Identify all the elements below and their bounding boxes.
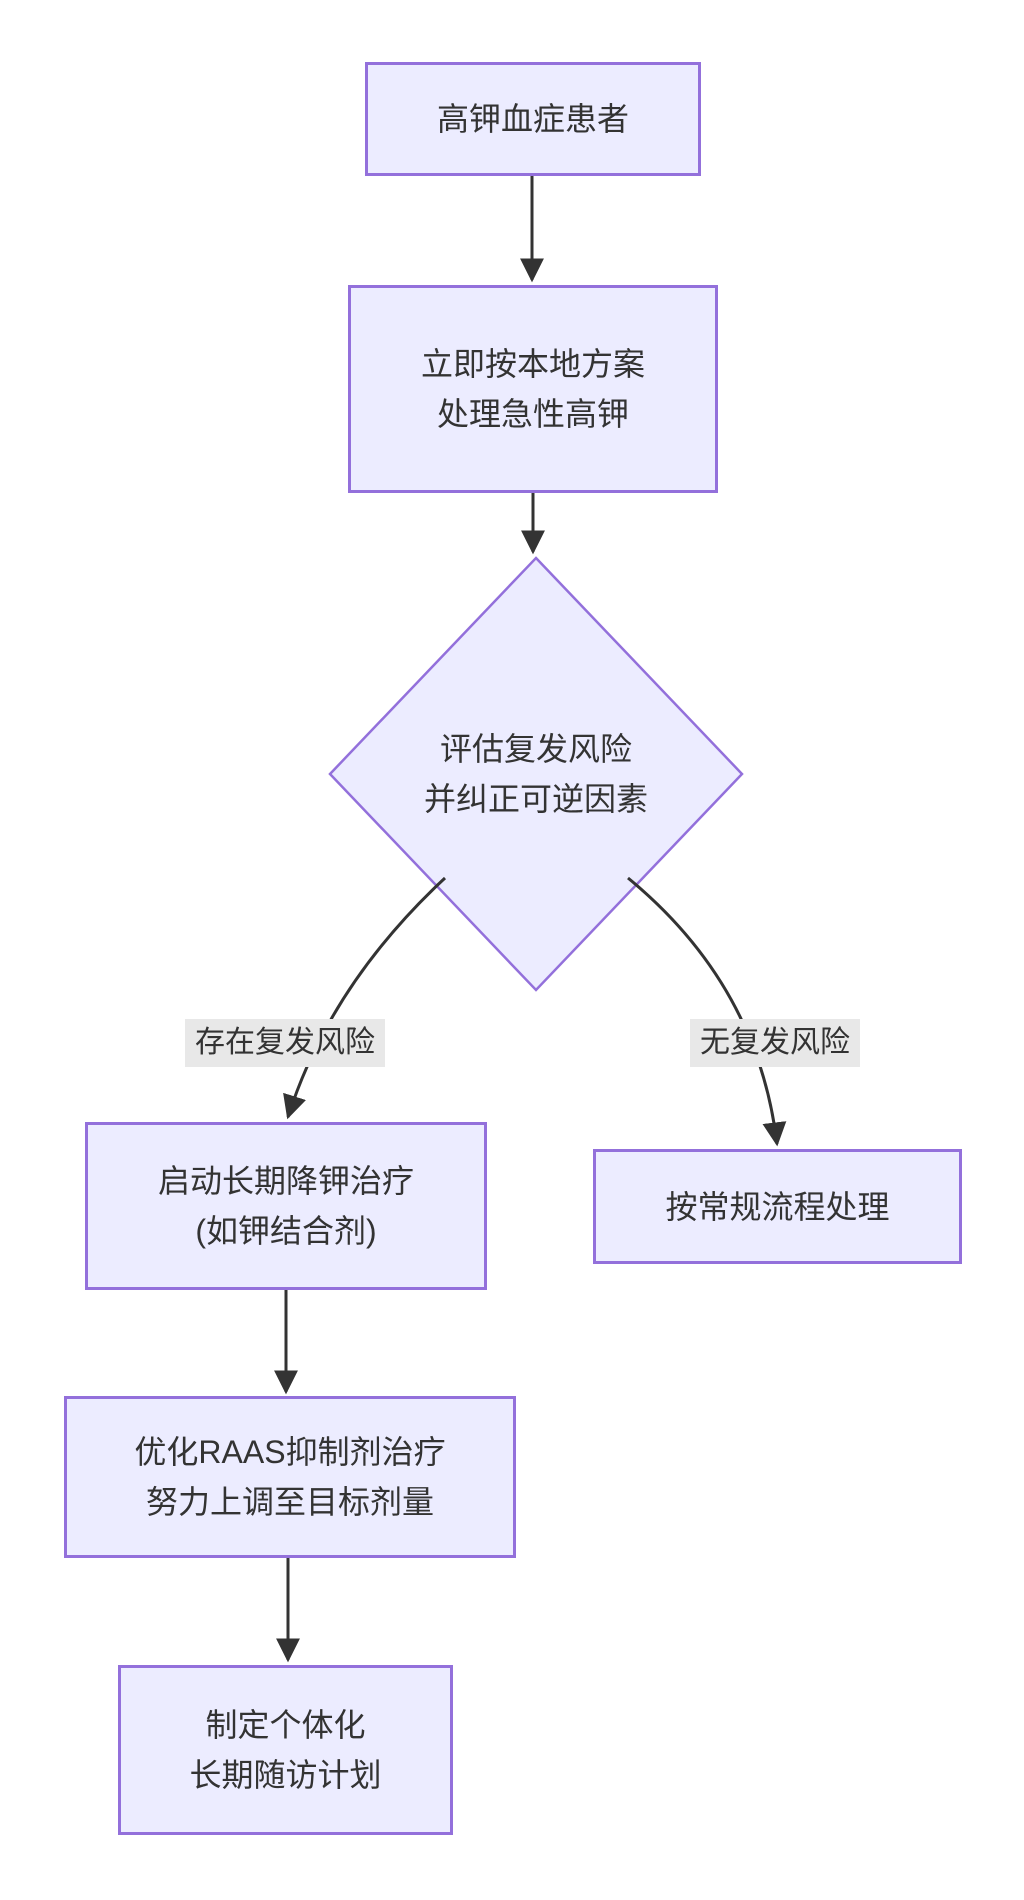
node-followup-label-line1: 制定个体化 — [205, 1707, 366, 1743]
node-routine-label: 按常规流程处理 — [665, 1188, 890, 1225]
decision-diamond-shape — [328, 556, 744, 992]
node-acute-label-line1: 立即按本地方案 — [420, 346, 645, 382]
node-decision: 评估复发风险 并纠正可逆因素 — [376, 714, 696, 834]
node-routine-process: 按常规流程处理 — [593, 1149, 962, 1264]
node-decision-label-line2: 并纠正可逆因素 — [423, 781, 648, 817]
node-followup-label-line2: 长期随访计划 — [189, 1757, 382, 1793]
node-start: 高钾血症患者 — [365, 62, 701, 176]
node-start-label: 高钾血症患者 — [436, 101, 629, 137]
node-raas-optimization: 优化RAAS抑制剂治疗 努力上调至目标剂量 — [64, 1396, 516, 1558]
node-longterm-label-line2: (如钾结合剂) — [195, 1213, 377, 1249]
node-longterm-label-line1: 启动长期降钾治疗 — [157, 1163, 414, 1199]
node-acute-treatment: 立即按本地方案 处理急性高钾 — [348, 285, 718, 493]
node-raas-label-line2: 努力上调至目标剂量 — [145, 1484, 434, 1520]
arrow-decision-to-longterm — [283, 876, 447, 1120]
edge-label-no-risk: 无复发风险 — [690, 1019, 860, 1067]
node-longterm-treatment: 启动长期降钾治疗 (如钾结合剂) — [85, 1122, 487, 1290]
edge-label-has-risk: 存在复发风险 — [185, 1019, 385, 1067]
node-raas-label-line1: 优化RAAS抑制剂治疗 — [134, 1434, 446, 1470]
arrow-decision-to-routine — [627, 876, 787, 1147]
node-followup-plan: 制定个体化 长期随访计划 — [118, 1665, 453, 1835]
node-decision-label-line1: 评估复发风险 — [439, 731, 632, 767]
node-acute-label-line2: 处理急性高钾 — [436, 396, 629, 432]
